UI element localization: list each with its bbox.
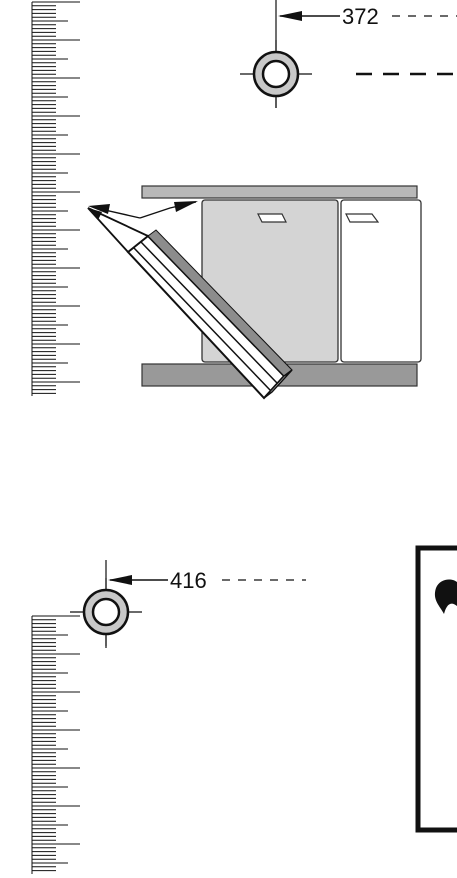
dimension-label-bottom: 416	[170, 568, 207, 593]
screw-hole-icon	[240, 40, 312, 108]
ruler-icon	[31, 1, 80, 396]
cabinet-door-right	[340, 199, 422, 363]
door-handle-main	[257, 213, 287, 223]
warning-symbol-icon	[434, 579, 457, 614]
arrow-icon	[88, 201, 198, 219]
screw-hole-icon	[70, 578, 142, 648]
arrow-icon	[108, 575, 168, 585]
upper-rail	[141, 185, 418, 199]
door-handle-right	[345, 213, 380, 223]
ruler-icon	[31, 615, 80, 874]
warning-frame	[415, 545, 457, 833]
dimension-label-top: 372	[342, 4, 379, 29]
arrow-icon	[278, 11, 340, 21]
pencil-icon	[87, 207, 293, 400]
